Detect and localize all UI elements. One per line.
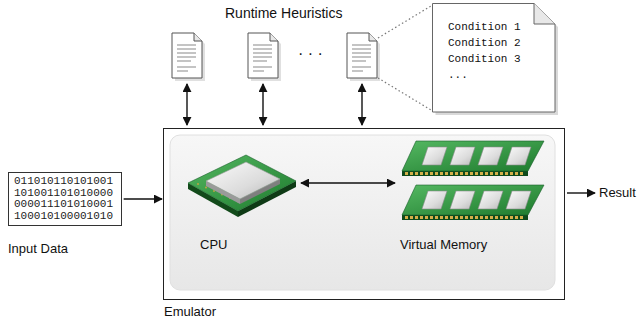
drawing-part bbox=[420, 172, 423, 175]
drawing-part bbox=[422, 191, 447, 209]
binary-data: 011010110101001 101001101010000 00001110… bbox=[14, 176, 116, 222]
drawing-part bbox=[410, 216, 413, 219]
drawing-part bbox=[262, 84, 263, 125]
drawing-part bbox=[506, 191, 531, 209]
drawing-part bbox=[460, 216, 463, 219]
drawing-part bbox=[485, 216, 488, 219]
drawing-part bbox=[510, 216, 513, 219]
drawing-part bbox=[475, 172, 478, 175]
drawing-part bbox=[205, 187, 207, 189]
drawing-part bbox=[206, 162, 280, 199]
node-label: Virtual Memory bbox=[400, 237, 487, 252]
drawing-part bbox=[445, 172, 448, 175]
heuristic-document bbox=[248, 33, 281, 81]
emulator-box: EmulatorCPUVirtual Memory bbox=[163, 128, 565, 300]
heuristic-arrows bbox=[187, 84, 362, 125]
drawing-part bbox=[186, 84, 187, 125]
drawing-part bbox=[478, 147, 503, 165]
drawing-part bbox=[440, 216, 443, 219]
node-label: Emulator bbox=[164, 304, 216, 319]
drawing-part bbox=[378, 6, 431, 38]
result-arrow bbox=[567, 192, 595, 193]
drawing-part bbox=[405, 172, 408, 175]
drawing-part bbox=[435, 172, 438, 175]
node-label: Input Data bbox=[8, 241, 68, 256]
drawing-part bbox=[465, 216, 468, 219]
drawing-part bbox=[170, 135, 555, 290]
drawing-part bbox=[402, 185, 544, 215]
drawing-part bbox=[505, 216, 508, 219]
drawing-part bbox=[435, 216, 438, 219]
drawing-part bbox=[402, 215, 528, 220]
drawing-part bbox=[420, 216, 423, 219]
drawing-part bbox=[450, 191, 475, 209]
connector-arrow bbox=[301, 182, 395, 183]
drawing-part bbox=[197, 183, 199, 185]
drawing-part bbox=[506, 147, 531, 165]
heuristic-condition-document: Condition 1 Condition 2 Condition 3 ... bbox=[432, 3, 556, 113]
virtual-memory-modules: Virtual Memory bbox=[396, 139, 548, 227]
heuristic-document bbox=[347, 33, 380, 81]
cpu-chip: CPU bbox=[184, 137, 299, 229]
drawing-part bbox=[425, 216, 428, 219]
node-label: CPU bbox=[200, 237, 227, 252]
drawing-part bbox=[515, 172, 518, 175]
drawing-part bbox=[430, 216, 433, 219]
drawing-part bbox=[402, 171, 528, 176]
drawing-part bbox=[478, 191, 503, 209]
drawing-part bbox=[455, 172, 458, 175]
drawing-part bbox=[402, 141, 544, 171]
drawing-part bbox=[460, 172, 463, 175]
drawing-part bbox=[440, 172, 443, 175]
drawing-part bbox=[515, 216, 518, 219]
drawing-part bbox=[495, 216, 498, 219]
drawing-part bbox=[450, 172, 453, 175]
drawing-part bbox=[534, 4, 555, 25]
drawing-part bbox=[415, 216, 418, 219]
connector-arrow bbox=[124, 198, 162, 199]
drawing-part bbox=[480, 216, 483, 219]
heuristic-document bbox=[172, 33, 205, 81]
drawing-part bbox=[450, 216, 453, 219]
virtual-memory-modules-drawing bbox=[396, 139, 548, 227]
drawing-part bbox=[430, 172, 433, 175]
drawing-part bbox=[415, 172, 418, 175]
zoom-leader-lines bbox=[378, 6, 431, 110]
drawing-part bbox=[510, 172, 513, 175]
ellipsis-mark: · · · bbox=[298, 45, 323, 63]
drawing-part bbox=[485, 172, 488, 175]
drawing-part bbox=[445, 216, 448, 219]
drawing-part bbox=[520, 172, 523, 175]
drawing-part bbox=[480, 172, 483, 175]
drawing-part bbox=[475, 216, 478, 219]
drawing-part bbox=[490, 172, 493, 175]
drawing-part bbox=[470, 216, 473, 219]
drawing-part bbox=[450, 147, 475, 165]
drawing-part bbox=[500, 216, 503, 219]
drawing-part bbox=[410, 172, 413, 175]
group-title: Runtime Heuristics bbox=[225, 5, 342, 21]
node-label: Condition 1 Condition 2 Condition 3 ... bbox=[432, 3, 525, 83]
drawing-part bbox=[505, 172, 508, 175]
drawing-part bbox=[495, 172, 498, 175]
drawing-part bbox=[470, 172, 473, 175]
cpu-chip-drawing bbox=[184, 137, 299, 229]
drawing-part bbox=[378, 78, 431, 110]
drawing-part bbox=[425, 172, 428, 175]
output-label: Result bbox=[599, 185, 636, 200]
drawing-part bbox=[455, 216, 458, 219]
drawing-part bbox=[188, 155, 296, 211]
drawing-part bbox=[433, 4, 556, 113]
drawing-part bbox=[520, 216, 523, 219]
drawing-part bbox=[422, 147, 447, 165]
drawing-part bbox=[405, 216, 408, 219]
drawing-part bbox=[361, 84, 362, 125]
drawing-part bbox=[490, 216, 493, 219]
drawing-part bbox=[465, 172, 468, 175]
drawing-part bbox=[500, 172, 503, 175]
input-data-block: 011010110101001 101001101010000 00001110… bbox=[8, 172, 122, 226]
